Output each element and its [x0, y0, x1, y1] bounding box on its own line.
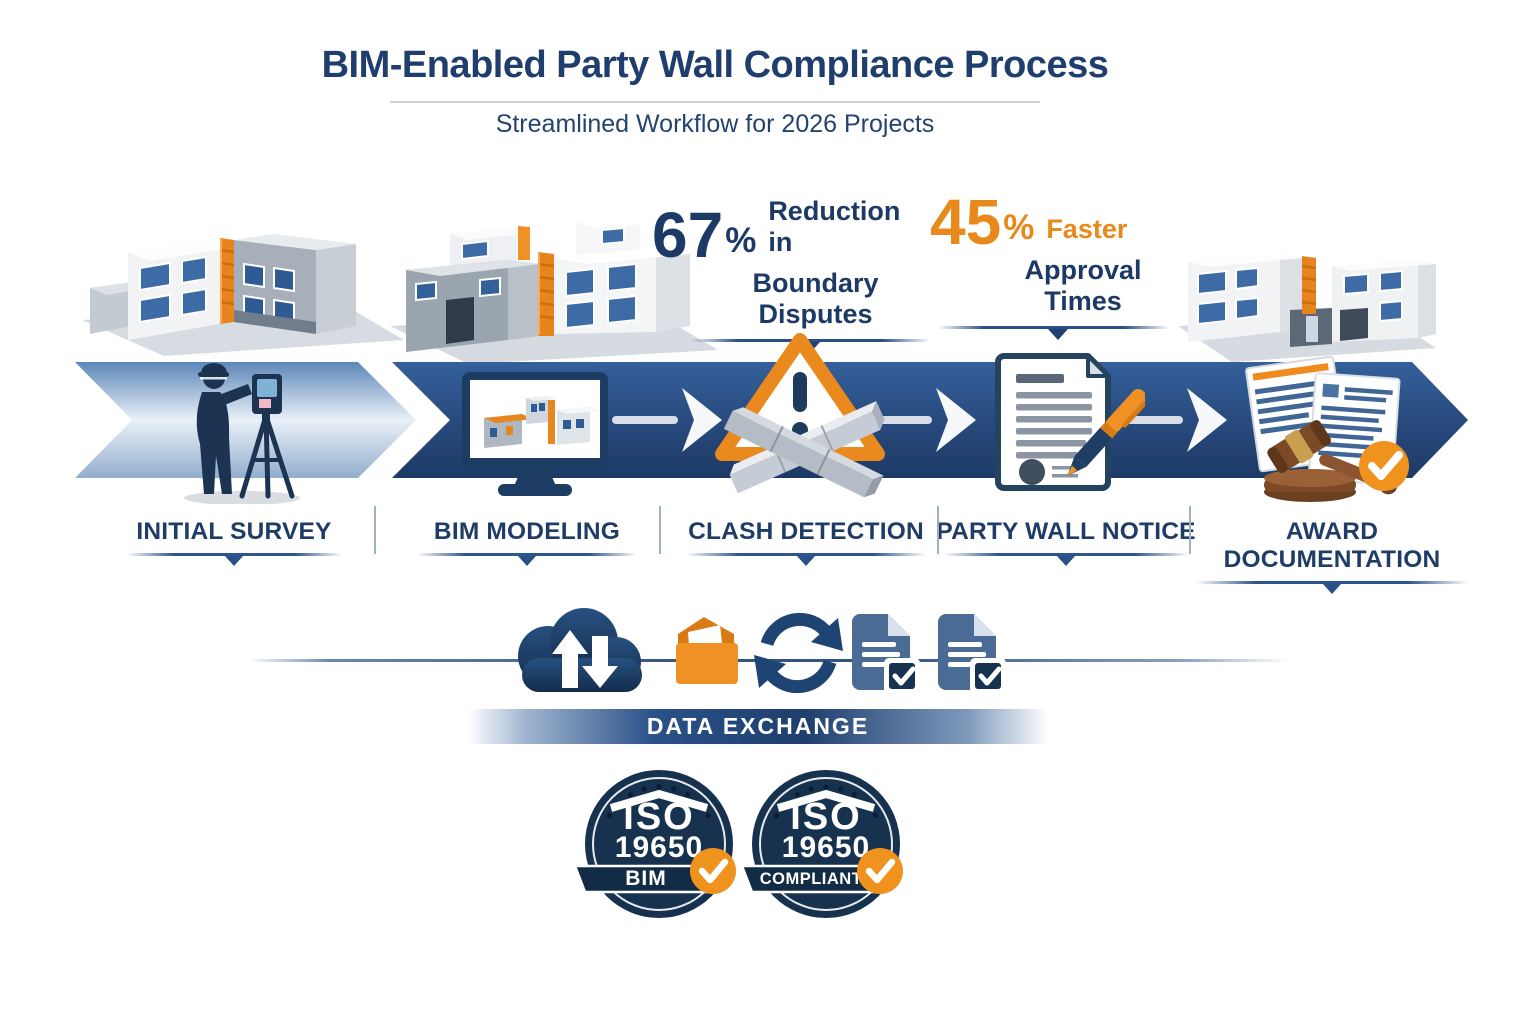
page-subtitle: Streamlined Workflow for 2026 Projects — [495, 110, 935, 138]
title-divider — [390, 101, 1040, 103]
iso-badges: ISO 19650 BIM ISO 19650 COMPLIANT — [573, 770, 903, 918]
stage-pointer-triangle — [797, 556, 815, 566]
stage-label-text: INITIAL SURVEY — [136, 518, 332, 545]
folder-icon — [676, 617, 738, 684]
page-title: BIM-Enabled Party Wall Compliance Proces… — [321, 44, 1109, 86]
check-circle-icon — [1359, 441, 1409, 491]
stat-approval-times: 45 % Faster Approval Times — [930, 186, 1178, 341]
iso-badge-compliant: ISO 19650 COMPLIANT — [740, 770, 903, 918]
stat-label-line2: Approval Times — [1024, 255, 1142, 317]
stage-label-initial-survey: INITIAL SURVEY — [84, 518, 384, 566]
badge-ribbon-text: BIM — [625, 867, 667, 890]
check-circle-icon — [857, 848, 903, 894]
stage-underline — [686, 553, 926, 556]
data-exchange-banner: DATA EXCHANGE — [468, 709, 1048, 744]
stat-number: 67 — [652, 198, 724, 271]
badge-ribbon-text: COMPLIANT — [760, 870, 863, 888]
stage-pointer-triangle — [518, 556, 536, 566]
stage-label-text: AWARD DOCUMENTATION — [1223, 518, 1441, 573]
stat-underline — [938, 326, 1170, 330]
process-band — [75, 362, 1468, 478]
stat-number: 45 — [930, 186, 1002, 258]
document-check-icon — [938, 614, 1006, 694]
band-arrows — [612, 388, 1227, 452]
stat-percent: % — [1003, 208, 1035, 248]
stat-boundary-disputes: 67 % Reduction in Boundary Disputes — [652, 196, 930, 353]
stage-pointer-triangle — [225, 556, 243, 566]
badge-number-text: 19650 — [615, 831, 703, 864]
stat-value-row: 45 % Faster — [930, 186, 1178, 258]
upload-arrow-icon — [552, 630, 588, 688]
party-wall-strip — [538, 252, 554, 336]
sync-arrows-icon — [754, 612, 843, 694]
party-wall-buildings-middle — [390, 218, 718, 364]
cloud-upload-download-icon — [518, 608, 642, 692]
band-segment-survey — [75, 362, 416, 478]
stat-percent: % — [725, 221, 757, 260]
surveyor-theodolite-icon — [184, 363, 300, 504]
badge-org-text: ISO — [790, 796, 861, 838]
stat-value-row: 67 % Reduction in — [652, 196, 927, 271]
document-check-icon — [852, 614, 920, 694]
stage-label-text: CLASH DETECTION — [688, 518, 924, 545]
stage-pointer-triangle — [1057, 556, 1075, 566]
badge-org-text: ISO — [623, 796, 694, 838]
clash-beam — [723, 407, 884, 498]
gavel-documents-icon — [1245, 355, 1409, 502]
stage-underline — [1196, 581, 1468, 584]
stage-label-text: PARTY WALL NOTICE — [936, 518, 1196, 545]
stage-divider — [1189, 506, 1191, 554]
party-wall-buildings-right — [1178, 254, 1436, 362]
stage-pointer-triangle — [1323, 584, 1341, 594]
stat-label-line2: Boundary Disputes — [752, 268, 879, 329]
stat-label-line1: Faster — [1046, 214, 1128, 245]
stage-divider — [659, 506, 661, 554]
stage-label-clash-detection: CLASH DETECTION — [656, 518, 956, 566]
badge-number-text: 19650 — [782, 831, 870, 864]
stat-underline — [690, 339, 930, 342]
stage-label-bim-modeling: BIM MODELING — [377, 518, 677, 566]
stage-divider — [374, 506, 376, 554]
data-exchange-label: DATA EXCHANGE — [646, 713, 870, 739]
party-wall-strip — [1302, 256, 1316, 314]
stage-label-text: BIM MODELING — [433, 518, 621, 545]
stage-underline — [417, 553, 637, 556]
stage-underline — [943, 553, 1189, 556]
stage-label-award-documentation: AWARD DOCUMENTATION — [1182, 518, 1482, 594]
iso-badge-bim: ISO 19650 BIM — [573, 770, 736, 918]
stage-label-party-wall-notice: PARTY WALL NOTICE — [916, 518, 1216, 566]
stat-label-line1: Reduction in — [768, 196, 901, 257]
stage-divider — [937, 506, 939, 554]
bim-monitor-icon — [462, 372, 608, 496]
stage-underline — [126, 553, 342, 556]
clash-warning-icon — [715, 333, 885, 498]
check-circle-icon — [690, 848, 736, 894]
party-wall-buildings-left — [82, 234, 404, 356]
notice-document-pen-icon — [995, 353, 1145, 491]
download-arrow-icon — [582, 636, 618, 688]
pen-icon — [1067, 388, 1145, 477]
stat-pointer-triangle — [1048, 329, 1068, 341]
